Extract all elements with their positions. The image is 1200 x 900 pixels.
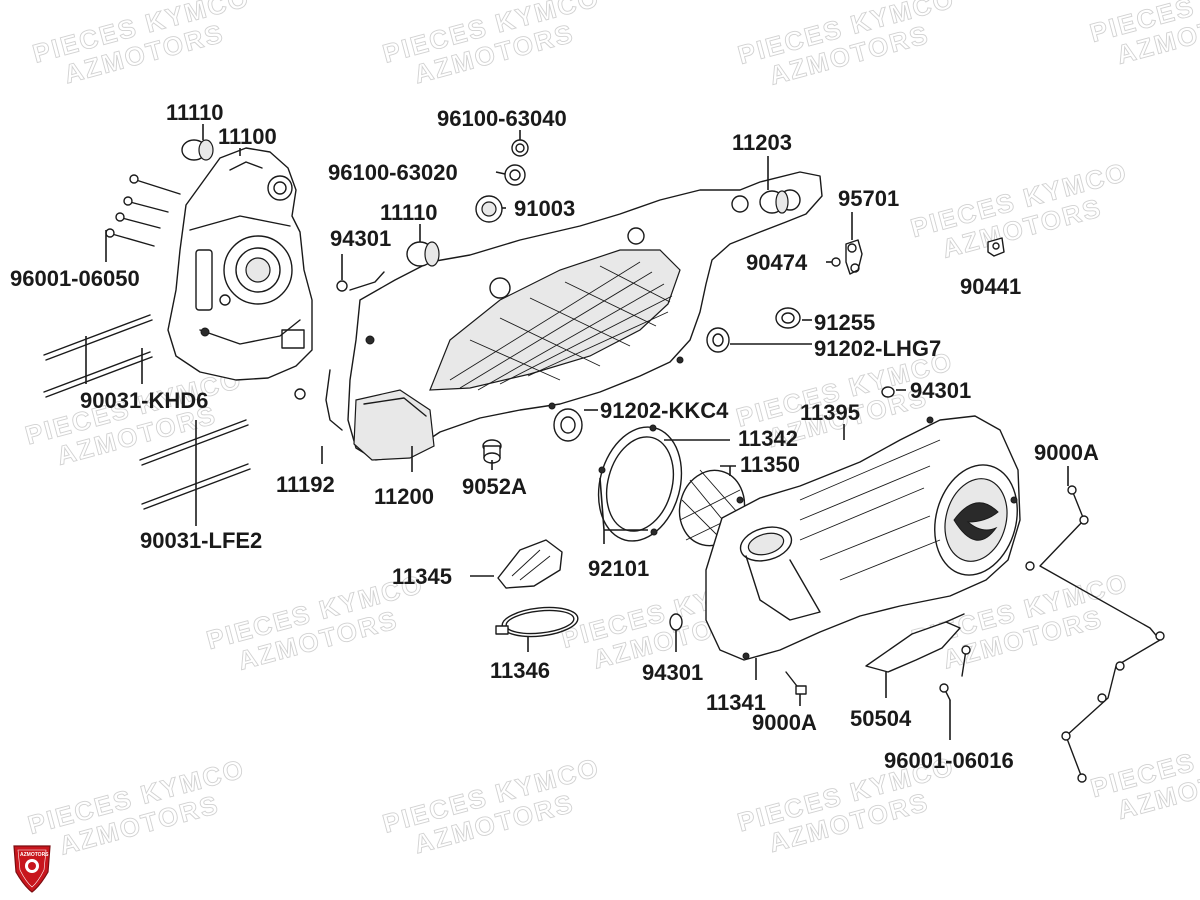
hose-11192-part: [325, 271, 385, 431]
seal-96100-63020-part: [504, 164, 526, 186]
callout-label: 9000A: [1034, 440, 1099, 465]
bolts-96001-06050-part: [105, 174, 181, 247]
callout-label: 11203: [732, 130, 792, 155]
callout-label: 11110: [166, 100, 224, 125]
callout-label: 90441: [960, 274, 1021, 299]
callout-label: 95701: [838, 186, 899, 211]
callout-label: 11110: [380, 200, 438, 225]
callout-label: 94301: [330, 226, 391, 251]
seal-91202-lhg7-part: [706, 327, 730, 353]
seal-96100-63040-part: [511, 139, 529, 157]
seal-91255-part: [775, 307, 801, 329]
callout-label: 96001-06050: [10, 266, 140, 291]
callout-label: 94301: [642, 660, 703, 685]
callout-labels: 11110 11100 96001-06050 90031-KHD6 90031…: [10, 100, 1099, 773]
callout-label: 9052A: [462, 474, 527, 499]
bolt-9000a-bottom-part: [785, 671, 807, 695]
crankcase-rib-grid: [449, 261, 673, 391]
callout-label: 11342: [738, 426, 798, 451]
bolts-96001-06016-part: [939, 645, 971, 701]
bushing-11110-part: [181, 139, 214, 161]
pin-94301-part: [294, 280, 348, 400]
clip-90441-part: [987, 237, 1005, 257]
drain-plug-9052a-part: [482, 439, 502, 464]
leader-lines: [85, 124, 1069, 740]
crankcase-left-part: [167, 147, 313, 381]
callout-label: 9000A: [752, 710, 817, 735]
bushing-11203-part: [759, 190, 789, 214]
intake-duct-11345-part: [497, 539, 563, 589]
callout-label: 91255: [814, 310, 875, 335]
clamp-11346-part: [495, 606, 579, 638]
callout-label: 91003: [514, 196, 575, 221]
seal-91202-kkc4-part: [553, 408, 583, 442]
studs-90031-lfe2-part: [139, 419, 251, 510]
bushing-11110-middle-part: [406, 241, 440, 267]
callout-label: 11346: [490, 658, 550, 683]
pin-94301-bottom-part: [669, 613, 683, 631]
washer-90474-part: [831, 257, 841, 267]
callout-label: 91202-LHG7: [814, 336, 941, 361]
callout-label: 11100: [218, 124, 277, 149]
azmotors-logo: AZMOTORS: [13, 845, 51, 893]
logo-text: AZMOTORS: [20, 852, 49, 858]
callout-label: 11192: [276, 472, 335, 497]
callout-label: 90474: [746, 250, 808, 275]
callout-label: 11341: [706, 690, 766, 715]
watermark-layer: PIECES KYMCO AZMOTORS PIECES KYMCO AZMOT…: [22, 0, 1200, 861]
crankcase-right-part: [347, 171, 823, 461]
callout-label: 94301: [910, 378, 971, 403]
callout-label: 92101: [588, 556, 649, 581]
callout-label: 96100-63040: [437, 106, 567, 131]
callout-label: 90031-LFE2: [140, 528, 262, 553]
callout-label: 11350: [740, 452, 800, 477]
bracket-50504-part: [865, 613, 965, 673]
breather-95701-part: [845, 239, 863, 275]
callout-label: 96100-63020: [328, 160, 458, 185]
callout-label: 91202-KKC4: [600, 398, 729, 423]
pin-94301-right-part: [881, 386, 895, 398]
callout-label: 50504: [850, 706, 912, 731]
callout-label: 11200: [374, 484, 434, 509]
gasket-11342-part: [597, 424, 683, 542]
bearing-91003-part: [475, 195, 503, 223]
studs-90031-khd6-part: [43, 314, 153, 398]
transmission-cover-11395-part: [705, 415, 1021, 661]
callout-label: 11395: [800, 400, 860, 425]
callout-label: 96001-06016: [884, 748, 1014, 773]
callout-label: 90031-KHD6: [80, 388, 208, 413]
bolt-set-9000a-right-part: [1025, 485, 1165, 783]
callout-label: 11345: [392, 564, 452, 589]
